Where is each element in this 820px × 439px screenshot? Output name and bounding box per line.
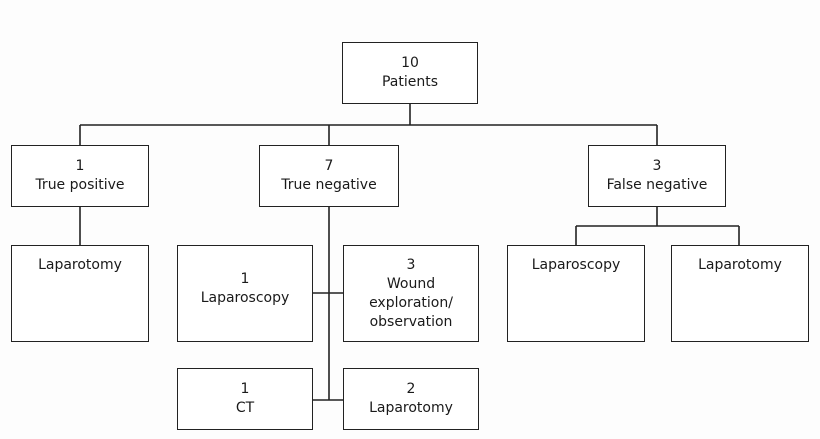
fn-laparotomy-node: Laparotomy <box>671 245 809 342</box>
false-negative-label: False negative <box>606 177 708 193</box>
true-positive-count: 1 <box>75 158 85 174</box>
tn-laparotomy-count: 2 <box>406 381 416 397</box>
tn-wound-label-line-2: exploration/ <box>369 294 453 311</box>
tn-laparoscopy-node: 1 Laparoscopy <box>177 245 313 342</box>
fn-laparoscopy-node: Laparoscopy <box>507 245 645 342</box>
tn-laparoscopy-label: Laparoscopy <box>200 289 290 306</box>
fn-laparoscopy-label: Laparoscopy <box>531 257 621 273</box>
tn-ct-label: CT <box>235 400 255 416</box>
root-node: 10 Patients <box>342 42 478 104</box>
tn-wound-count: 3 <box>406 256 416 273</box>
true-negative-node: 7 True negative <box>259 145 399 207</box>
tn-wound-exploration-node: 3 Wound exploration/ observation <box>343 245 479 342</box>
tn-laparoscopy-count: 1 <box>240 270 250 287</box>
fn-laparotomy-label: Laparotomy <box>698 257 782 273</box>
false-negative-node: 3 False negative <box>588 145 726 207</box>
tn-laparotomy-label: Laparotomy <box>369 400 453 416</box>
root-count: 10 <box>401 55 419 71</box>
false-negative-count: 3 <box>652 158 662 174</box>
tp-laparotomy-node: Laparotomy <box>11 245 149 342</box>
true-negative-count: 7 <box>324 158 334 174</box>
true-positive-label: True positive <box>35 177 125 193</box>
true-positive-node: 1 True positive <box>11 145 149 207</box>
tn-wound-label-line-3: observation <box>369 313 453 330</box>
root-label: Patients <box>381 74 439 90</box>
true-negative-label: True negative <box>281 177 377 193</box>
tn-ct-node: 1 CT <box>177 368 313 430</box>
tn-wound-label-line-1: Wound <box>386 275 436 292</box>
tn-laparotomy-node: 2 Laparotomy <box>343 368 479 430</box>
tn-ct-count: 1 <box>240 381 250 397</box>
tp-laparotomy-label: Laparotomy <box>38 257 122 273</box>
